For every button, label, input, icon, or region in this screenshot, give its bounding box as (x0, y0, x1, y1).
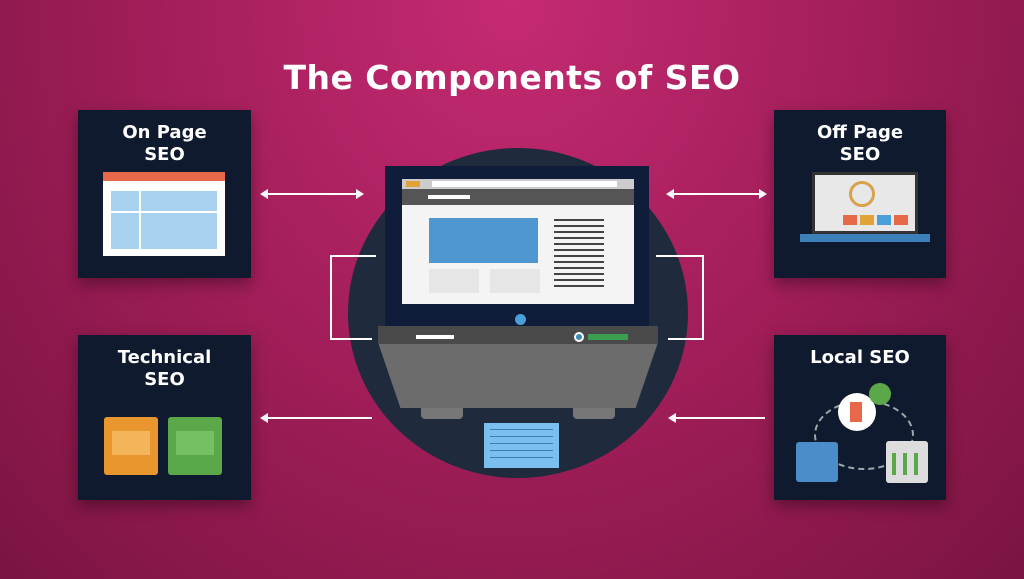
tile-icon (860, 215, 874, 225)
store-columns (892, 453, 922, 475)
arrow-on-page (260, 189, 364, 199)
laptop-base (800, 234, 930, 242)
arrow-local (668, 413, 765, 423)
base-foot (573, 408, 615, 419)
text-lines (554, 219, 604, 289)
connector-line (702, 255, 704, 339)
site-header (402, 189, 634, 205)
tile-icon (843, 215, 857, 225)
connector-line (330, 338, 372, 340)
webpage-icon (103, 172, 225, 256)
browser-window (402, 179, 634, 304)
connector-line (668, 338, 704, 340)
folder-green-icon (168, 417, 222, 475)
power-button (515, 314, 526, 325)
base-slot (416, 335, 454, 339)
address-bar (432, 181, 617, 187)
webpage-content (111, 191, 217, 249)
card-title: Off Page (816, 122, 904, 143)
tile-icon (877, 215, 891, 225)
laptop-icon (812, 172, 918, 234)
base-knob-icon (574, 332, 584, 342)
webpage-divider (111, 211, 217, 213)
hero-image (429, 218, 538, 263)
card-title: Local SEO (810, 347, 910, 368)
card-title: On Page (122, 122, 207, 143)
link-ring-icon (849, 181, 875, 207)
base-foot (421, 408, 463, 419)
arrow-off-page (666, 189, 767, 199)
map-route-icon (796, 442, 838, 482)
note-lines (490, 429, 553, 459)
card-title-2: SEO (144, 144, 185, 165)
card-title: Technical (117, 347, 212, 368)
connector-line (330, 255, 376, 257)
folder-inset (112, 431, 150, 455)
store-icon (886, 441, 928, 483)
card-title-2: SEO (839, 144, 881, 165)
note-card (484, 423, 559, 468)
connector-line (330, 255, 332, 339)
content-block (429, 269, 479, 293)
card-title-2: SEO (144, 369, 185, 390)
local-seo-card: Local SEO (774, 335, 946, 500)
tile-icon (894, 215, 908, 225)
computer-base (378, 326, 658, 408)
browser-tabs-icon (406, 181, 420, 187)
content-block (490, 269, 540, 293)
card-label: Local SEO (774, 347, 946, 369)
page-title: The Components of SEO (283, 58, 741, 97)
phone-glyph (850, 402, 862, 422)
base-green-label (588, 334, 628, 340)
webpage-divider (139, 191, 141, 249)
folder-inset (176, 431, 214, 455)
folder-orange-icon (104, 417, 158, 475)
arrow-technical (260, 413, 372, 423)
green-badge-icon (869, 383, 891, 405)
site-logo-bar (428, 195, 470, 199)
computer-illustration (385, 166, 649, 326)
connector-line (656, 255, 704, 257)
